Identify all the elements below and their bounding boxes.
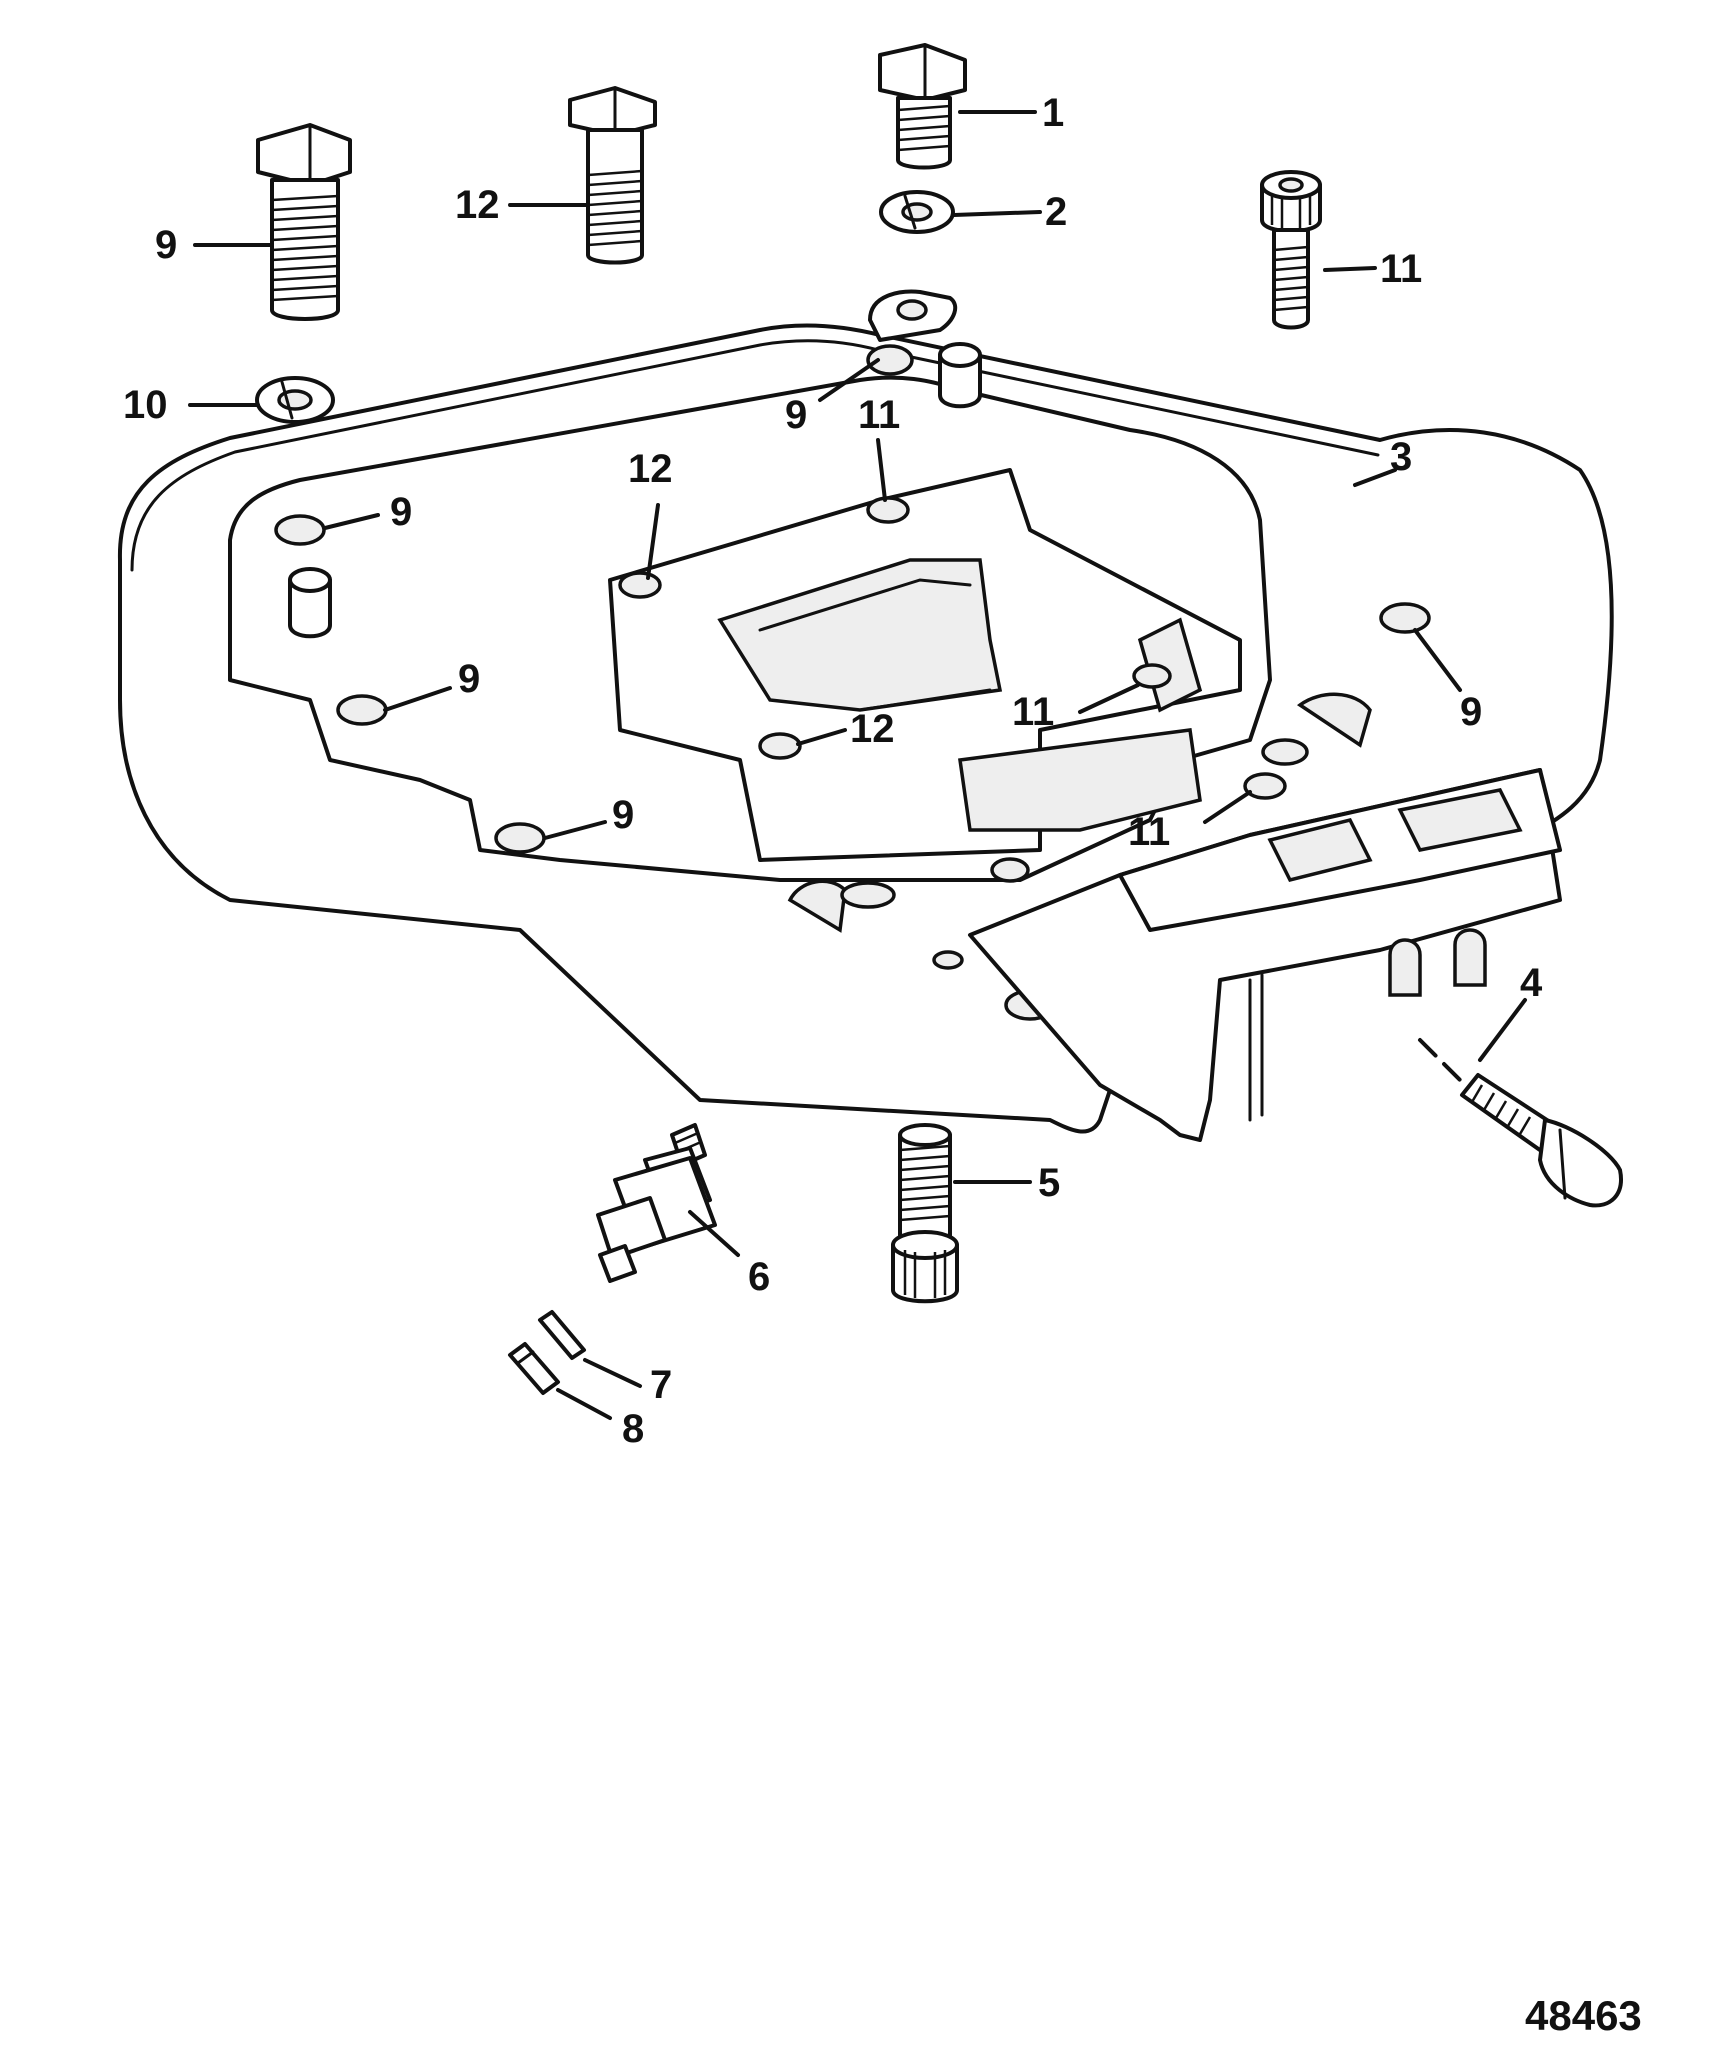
hole-9-mid-left bbox=[336, 694, 388, 726]
slot-oval-left bbox=[840, 881, 896, 909]
dowel-pin-left bbox=[288, 578, 332, 639]
callout-11-mid: 11 bbox=[1012, 690, 1054, 734]
part-9-hex-bolt bbox=[256, 123, 352, 321]
part-12-hex-bolt bbox=[568, 86, 657, 265]
part-10-lock-washer bbox=[255, 376, 335, 424]
part-1-hex-bolt bbox=[878, 43, 967, 170]
callout-9-bolt: 9 bbox=[155, 223, 177, 267]
callout-11-top-hole: 11 bbox=[858, 393, 900, 437]
callout-9-mid-left: 9 bbox=[458, 657, 480, 701]
half-moon-right bbox=[1296, 692, 1372, 748]
callout-11-screw: 11 bbox=[1380, 247, 1422, 291]
block-slot-left bbox=[1388, 938, 1422, 997]
part-5-socket-screw bbox=[891, 1123, 959, 1304]
callout-9-lower-left: 9 bbox=[612, 793, 634, 837]
callout-6: 6 bbox=[748, 1255, 770, 1299]
callout-2: 2 bbox=[1045, 190, 1067, 234]
figure-number: 48463 bbox=[1525, 1992, 1642, 2039]
center-opening bbox=[717, 558, 1003, 712]
callout-5: 5 bbox=[1038, 1161, 1060, 1205]
callout-3: 3 bbox=[1390, 435, 1412, 479]
hole-12-upper bbox=[618, 571, 662, 599]
hole-12-lower bbox=[758, 732, 802, 760]
callout-1: 1 bbox=[1042, 91, 1064, 135]
hole-11-top bbox=[866, 496, 910, 524]
callout-4: 4 bbox=[1520, 961, 1543, 1005]
slot-oval-right bbox=[1261, 738, 1309, 766]
callout-11-lower: 11 bbox=[1128, 810, 1170, 854]
hole-9-lower-left bbox=[494, 822, 546, 854]
hole-11-mid bbox=[1132, 663, 1172, 689]
lower-opening bbox=[958, 728, 1202, 832]
callout-9-top-hole: 9 bbox=[785, 393, 807, 437]
callout-12-lower-hole: 12 bbox=[850, 707, 895, 751]
block-cavity-right bbox=[1397, 788, 1523, 852]
part-7-pin bbox=[538, 1310, 586, 1360]
callout-12-upper-hole: 12 bbox=[628, 447, 673, 491]
callout-9-upper-left: 9 bbox=[390, 490, 412, 534]
hole-9-top bbox=[866, 344, 914, 376]
adapter-plate bbox=[117, 289, 1614, 1142]
callout-10: 10 bbox=[123, 383, 168, 427]
hole-9-right bbox=[1379, 602, 1431, 634]
block-cavity-left bbox=[1267, 817, 1373, 883]
part-11-socket-screw bbox=[1260, 170, 1322, 330]
callout-9-right: 9 bbox=[1460, 690, 1482, 734]
block-slot-right bbox=[1453, 928, 1487, 987]
hole-11-lower bbox=[1243, 772, 1287, 800]
part-6-sender bbox=[596, 1123, 717, 1283]
part-8-connector bbox=[508, 1342, 560, 1395]
callout-7: 7 bbox=[650, 1363, 672, 1407]
callout-8: 8 bbox=[622, 1407, 644, 1451]
callout-12-bolt: 12 bbox=[455, 183, 500, 227]
hole-9-upper-left bbox=[274, 514, 326, 546]
dowel-pin-top bbox=[938, 353, 982, 409]
small-hole bbox=[932, 950, 964, 970]
hole-flange-corner bbox=[990, 857, 1030, 883]
part-2-lock-washer bbox=[879, 190, 955, 234]
part-4-bolt bbox=[1460, 1073, 1623, 1208]
